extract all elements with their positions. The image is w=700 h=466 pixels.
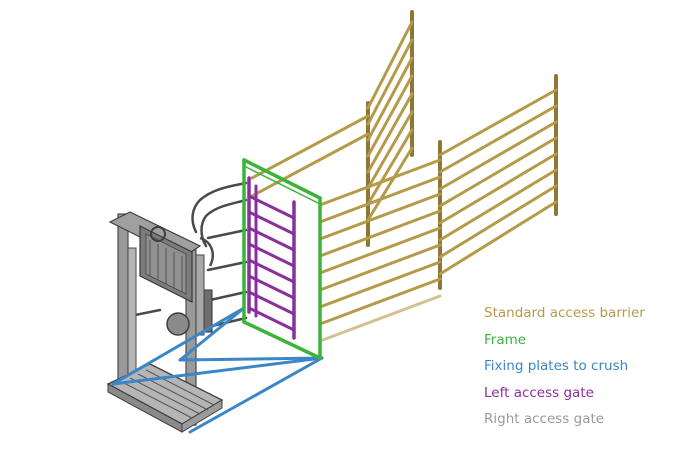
barrier-right-panel (438, 74, 558, 290)
legend-standard-access-barrier: Standard access barrier (484, 305, 645, 321)
legend: Standard access barrier Frame Fixing pla… (484, 300, 684, 433)
legend-fixing-plates: Fixing plates to crush (484, 358, 629, 374)
barrier-back-panel (366, 10, 414, 247)
barrier-long-rails (250, 114, 442, 343)
frame (242, 158, 322, 360)
legend-right-access-gate: Right access gate (484, 411, 605, 427)
left-access-gate (247, 176, 296, 340)
legend-left-access-gate: Left access gate (484, 384, 594, 401)
fixing-plates (111, 306, 324, 434)
legend-frame: Frame (484, 331, 527, 348)
